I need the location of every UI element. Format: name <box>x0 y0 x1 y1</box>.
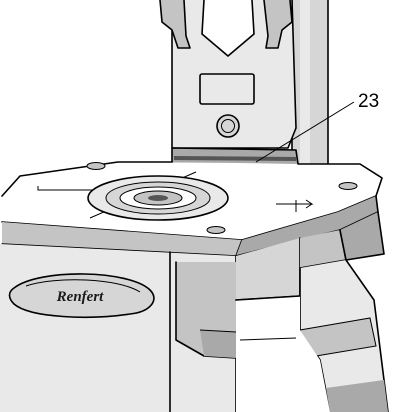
upper-housing <box>159 0 329 179</box>
callout-leader-line <box>255 101 355 163</box>
callout-number: 23 <box>358 91 379 112</box>
logo-text: Renfert <box>56 289 104 305</box>
lower-base <box>0 211 389 412</box>
